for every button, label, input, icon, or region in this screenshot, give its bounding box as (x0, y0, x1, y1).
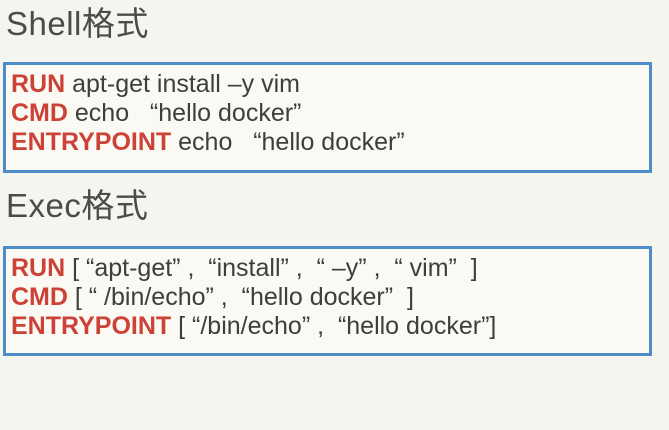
section-title-shell-format: Shell格式 (6, 5, 149, 42)
code-line-cmd: CMD echo “hello docker” (11, 99, 645, 128)
code-line-entrypoint: ENTRYPOINT [ “/bin/echo” , “hello docker… (11, 312, 645, 341)
code-line-run: RUN [ “apt-get” , “install” , “ –y” , “ … (11, 254, 645, 283)
dockerfile-keyword-run: RUN (11, 70, 66, 98)
code-line-run: RUN apt-get install –y vim (11, 70, 645, 99)
dockerfile-keyword-cmd: CMD (11, 283, 68, 311)
code-text: [ “ /bin/echo” , “hello docker” ] (67, 283, 414, 311)
code-text: [ “/bin/echo” , “hello docker”] (171, 312, 497, 340)
dockerfile-keyword-run: RUN (11, 254, 66, 282)
dockerfile-keyword-entrypoint: ENTRYPOINT (11, 128, 172, 156)
code-text: apt-get install –y vim (65, 70, 300, 98)
dockerfile-keyword-cmd: CMD (11, 99, 68, 127)
section-title-exec-format: Exec格式 (6, 187, 149, 224)
dockerfile-keyword-entrypoint: ENTRYPOINT (11, 312, 172, 340)
code-text: echo “hello docker” (171, 128, 405, 156)
code-line-entrypoint: ENTRYPOINT echo “hello docker” (11, 128, 645, 157)
exec-format-code-box: RUN [ “apt-get” , “install” , “ –y” , “ … (3, 246, 652, 356)
shell-format-code-box: RUN apt-get install –y vim CMD echo “hel… (3, 62, 652, 173)
code-text: [ “apt-get” , “install” , “ –y” , “ vim”… (65, 254, 478, 282)
code-line-cmd: CMD [ “ /bin/echo” , “hello docker” ] (11, 283, 645, 312)
code-text: echo “hello docker” (67, 99, 302, 127)
